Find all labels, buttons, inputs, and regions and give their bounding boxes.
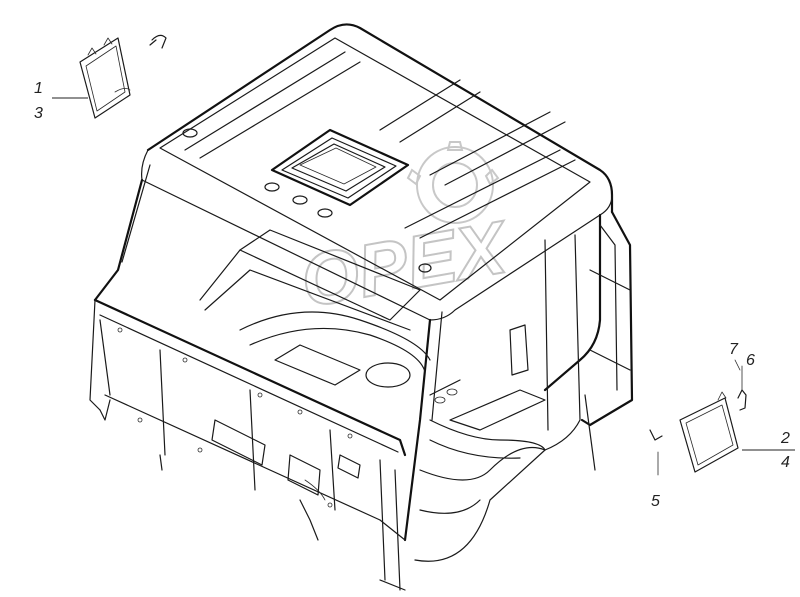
callout-3: 3 [34, 105, 43, 122]
callout-2: 2 [780, 430, 790, 447]
detail-left-flap [52, 34, 167, 119]
callout-7: 7 [729, 341, 739, 358]
callout-4: 4 [781, 454, 790, 471]
watermark-gear-icon [406, 141, 500, 224]
callout-5: 5 [651, 493, 660, 510]
callout-6: 6 [746, 352, 755, 369]
callout-1: 1 [34, 80, 43, 97]
detail-right-flap [649, 359, 795, 476]
callout-labels: 1 3 7 6 2 4 5 [34, 80, 790, 510]
cab-body [89, 23, 634, 591]
watermark: OPEX [294, 141, 517, 324]
